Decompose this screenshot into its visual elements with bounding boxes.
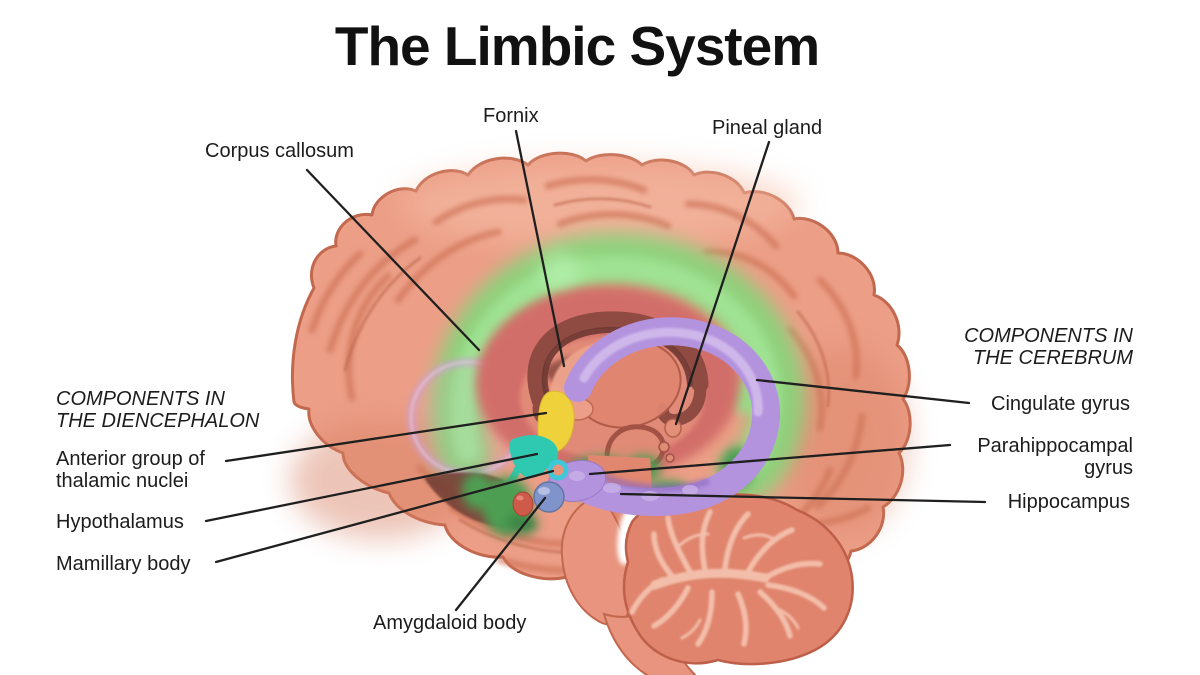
label-corpus-callosum: Corpus callosum	[205, 140, 354, 162]
leader-fornix	[514, 129, 566, 368]
heading-components-cerebrum: COMPONENTS IN THE CEREBRUM	[964, 325, 1133, 369]
leader-cingulate-gyrus	[755, 378, 971, 405]
label-pineal-gland: Pineal gland	[712, 117, 823, 139]
leader-amygdaloid-body	[454, 496, 547, 612]
pituitary-shape	[512, 491, 534, 517]
basal-bodies	[512, 459, 569, 517]
leader-lines	[204, 129, 987, 612]
gyri-sulci	[308, 176, 872, 575]
mamillary-body-shape	[547, 459, 569, 481]
page-title: The Limbic System	[334, 15, 820, 77]
leader-pineal-gland	[674, 140, 771, 426]
label-mamillary-body: Mamillary body	[56, 553, 191, 575]
leader-anterior-thalamic	[224, 411, 548, 463]
leader-corpus-callosum	[305, 168, 481, 352]
label-hypothalamus: Hypothalamus	[56, 511, 184, 533]
label-anterior-thalamic-nuclei: Anterior group of thalamic nuclei	[56, 448, 205, 492]
label-parahippocampal-gyrus: Parahippocampal gyrus	[977, 435, 1133, 479]
label-fornix: Fornix	[483, 105, 539, 127]
leader-parahippocampal-gyrus	[588, 443, 952, 476]
label-amygdaloid-body: Amygdaloid body	[373, 612, 527, 634]
arbor-vitae	[629, 509, 827, 647]
leader-mamillary-body	[214, 469, 555, 564]
leader-hypothalamus	[204, 452, 539, 523]
pineal-gland-shape	[664, 418, 682, 438]
label-cingulate-gyrus: Cingulate gyrus	[991, 393, 1130, 415]
leader-hippocampus	[619, 492, 987, 504]
label-hippocampus: Hippocampus	[1007, 491, 1130, 513]
heading-components-diencephalon: COMPONENTS IN THE DIENCEPHALON	[56, 388, 260, 432]
